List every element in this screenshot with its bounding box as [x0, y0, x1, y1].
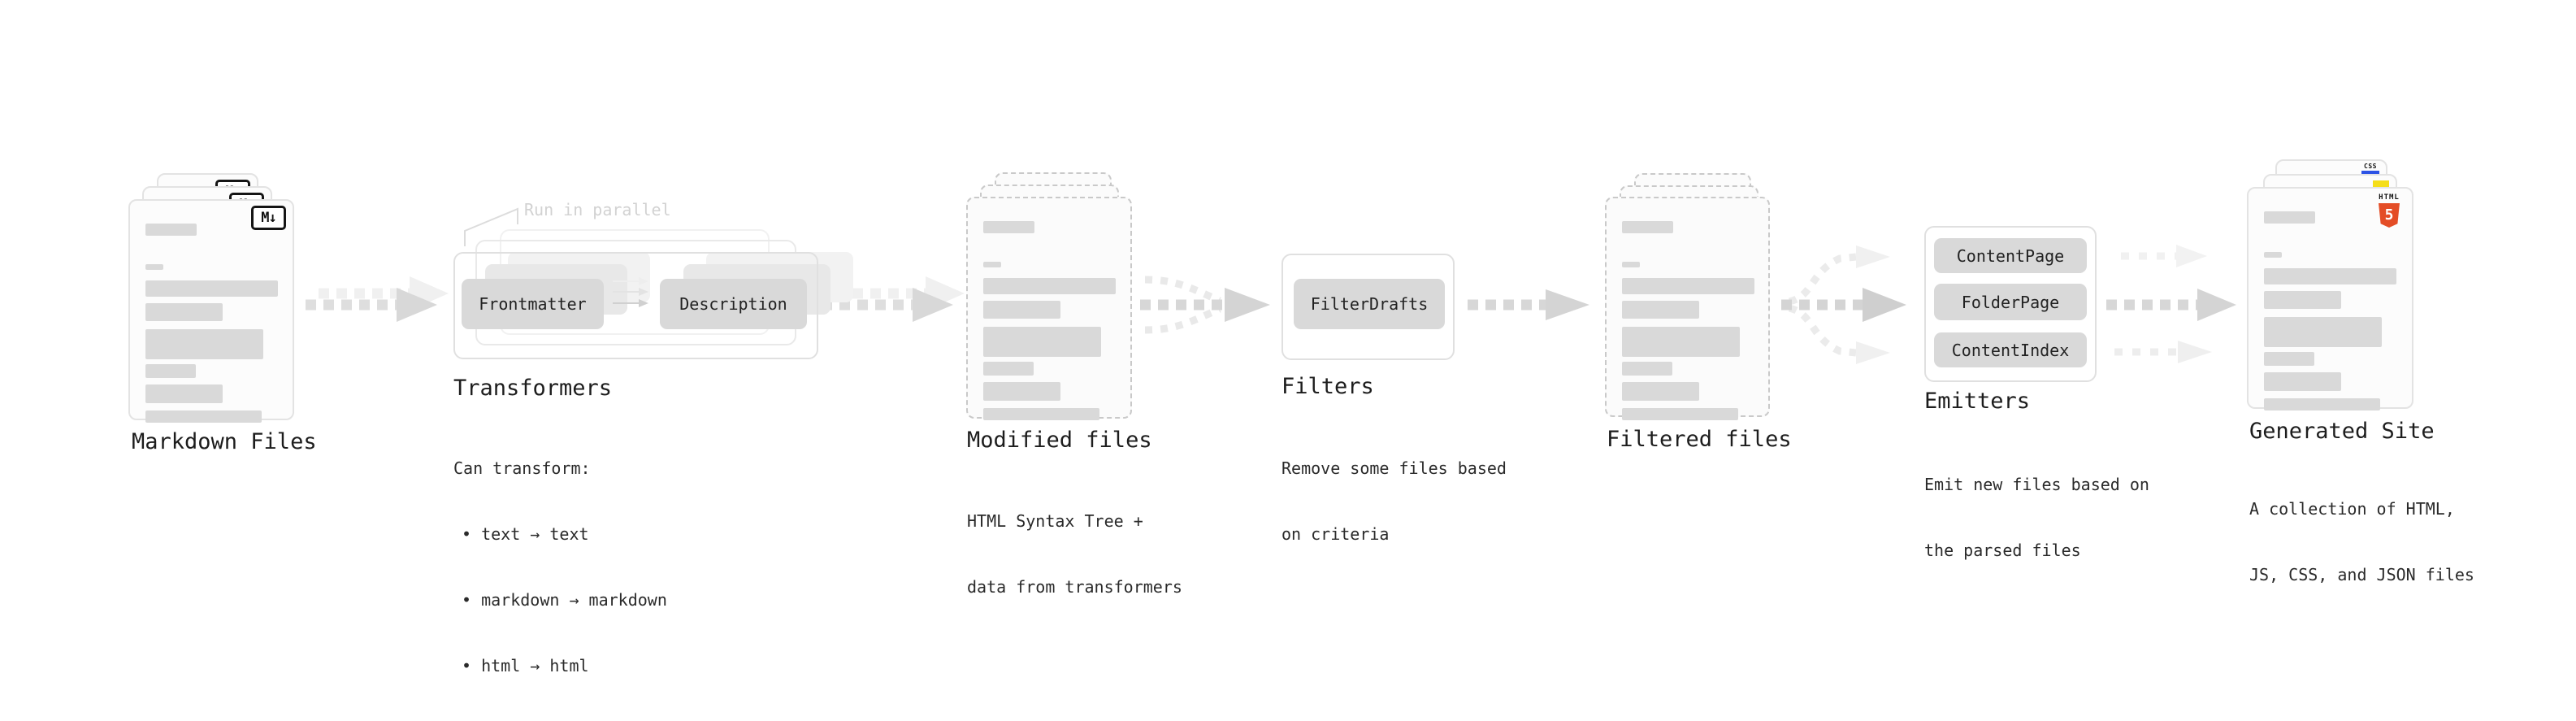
description-line: HTML Syntax Tree + [967, 511, 1143, 531]
file-content-bar [983, 362, 1034, 376]
file-content-bar [983, 262, 1001, 267]
file-content-bar [1622, 362, 1672, 376]
file-card: HTML 5 [2247, 187, 2413, 410]
arrow-filtered-to-emitters-split [1781, 245, 1906, 364]
html5-icon-shield: 5 [2379, 203, 2400, 228]
css-icon-label: CSS [2364, 163, 2377, 170]
css-icon: CSS [2361, 163, 2379, 174]
pipeline-diagram: { "stages": { "markdown_files": { "title… [128, 159, 2474, 675]
filters-container [1281, 254, 1455, 360]
stage-title-generated-site: Generated Site [2249, 419, 2435, 444]
file-content-bar [145, 303, 223, 321]
file-content-bar [2264, 211, 2315, 224]
file-content-bar [1622, 327, 1740, 357]
stage-description-generated-site: A collection of HTML, JS, CSS, and JSON … [2249, 454, 2474, 630]
description-line: JS, CSS, and JSON files [2249, 565, 2474, 584]
file-content-bar [145, 264, 163, 270]
run-in-parallel-callout: Run in parallel [524, 200, 671, 219]
description-box: Description [660, 279, 807, 329]
description-line: Remove some files based [1281, 458, 1507, 478]
contentindex-box: ContentIndex [1934, 332, 2087, 367]
file-card [966, 197, 1132, 420]
file-content-bar [1622, 221, 1673, 233]
callout-leader-line [464, 207, 518, 246]
file-content-bar [983, 408, 1099, 420]
stage-title-markdown-files: Markdown Files [132, 429, 317, 454]
file-content-bar [983, 221, 1034, 233]
arrow-modified-to-filters-merge [1140, 276, 1270, 334]
description-line: data from transformers [967, 577, 1182, 597]
file-content-bar [1622, 278, 1754, 294]
arrow-markdown-to-transformers [306, 276, 449, 322]
arrow-emitters-to-site-bottom [2114, 341, 2212, 363]
file-content-bar [2264, 372, 2341, 391]
description-line: Emit new files based on [1924, 475, 2149, 494]
html5-icon: HTML 5 [2374, 194, 2404, 228]
filterdrafts-box: FilterDrafts [1294, 279, 1445, 329]
file-content-bar [1622, 301, 1699, 319]
description-line: A collection of HTML, [2249, 499, 2455, 519]
css-icon-bar [2361, 171, 2379, 174]
file-content-bar [2264, 352, 2314, 366]
emitters-container [1924, 226, 2097, 382]
file-content-bar [145, 364, 196, 378]
description-line: • markdown → markdown [462, 590, 667, 610]
html5-icon-label: HTML [2379, 193, 2400, 202]
arrow-emitters-to-site-middle [2106, 289, 2236, 321]
stage-description-transformers: Can transform: • text → text • markdown … [453, 414, 667, 721]
stage-title-emitters: Emitters [1924, 389, 2031, 414]
file-content-bar [2264, 291, 2341, 309]
stage-description-emitters: Emit new files based on the parsed files [1924, 430, 2149, 606]
file-card [1605, 197, 1770, 420]
arrow-frontmatter-to-description [613, 277, 648, 307]
file-content-bar [983, 278, 1116, 294]
file-content-bar [983, 327, 1101, 357]
arrow-emitters-to-site-top [2121, 245, 2207, 267]
stage-title-filters: Filters [1281, 374, 1374, 399]
stage-title-transformers: Transformers [453, 376, 613, 401]
file-content-bar [1622, 262, 1640, 267]
description-line: the parsed files [1924, 541, 2081, 560]
description-line: on criteria [1281, 524, 1390, 544]
file-content-bar [2264, 317, 2382, 347]
transformer-container [453, 252, 818, 359]
description-line: Can transform: [453, 458, 591, 478]
stage-title-modified-files: Modified files [967, 428, 1152, 453]
file-content-bar [145, 384, 223, 403]
file-content-bar [2264, 268, 2396, 284]
stage-description-modified-files: HTML Syntax Tree + data from transformer… [967, 467, 1182, 642]
file-card: M↓ [128, 199, 294, 423]
file-content-bar [983, 382, 1060, 401]
description-line: • text → text [462, 524, 589, 544]
file-content-bar [145, 410, 262, 423]
file-content-bar [1622, 382, 1699, 401]
description-line: • html → html [462, 656, 589, 675]
frontmatter-box: Frontmatter [462, 279, 604, 329]
contentpage-box: ContentPage [1934, 238, 2087, 273]
arrow-transformers-to-modified [822, 276, 965, 322]
file-content-bar [145, 224, 197, 236]
file-content-bar [2264, 398, 2380, 410]
file-content-bar [145, 280, 278, 297]
file-content-bar [2264, 252, 2282, 258]
file-content-bar [1622, 408, 1738, 420]
file-content-bar [983, 301, 1060, 319]
markdown-icon: M↓ [251, 206, 286, 230]
file-content-bar [145, 329, 263, 359]
arrow-filters-to-filtered [1468, 289, 1589, 320]
stage-title-filtered-files: Filtered files [1607, 427, 1792, 452]
folderpage-box: FolderPage [1934, 284, 2087, 320]
stage-description-filters: Remove some files based on criteria [1281, 414, 1507, 589]
